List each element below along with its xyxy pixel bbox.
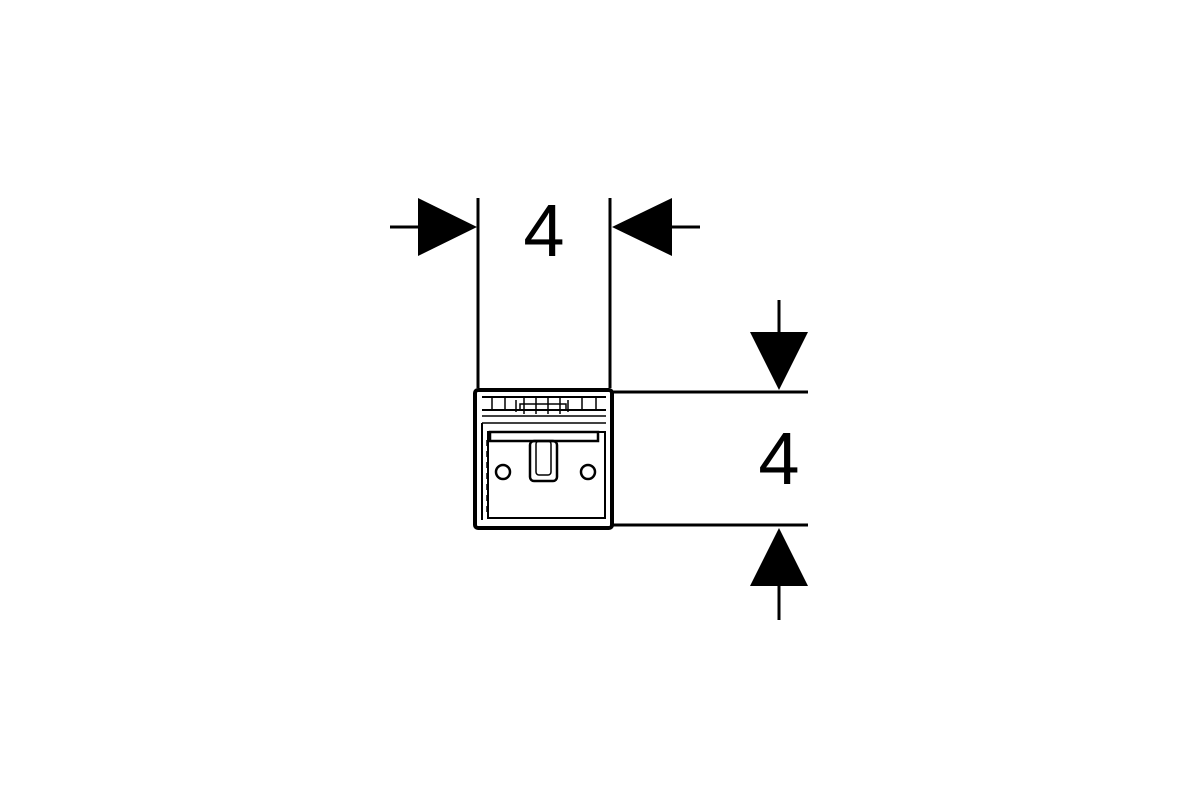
arrow-left-icon <box>612 198 672 256</box>
mounting-hole-right-icon <box>579 463 597 481</box>
width-dimension: 4 <box>390 189 700 388</box>
mounting-hole-left-icon <box>494 463 512 481</box>
arrow-down-icon <box>750 332 808 390</box>
component-body <box>473 388 614 530</box>
arrow-up-icon <box>750 528 808 586</box>
height-dimension: 4 <box>612 300 808 620</box>
inner-frame <box>487 431 606 519</box>
center-tab-inner <box>535 440 552 476</box>
width-dimension-label: 4 <box>523 189 564 272</box>
height-dimension-label: 4 <box>758 417 799 500</box>
arrow-right-icon <box>418 198 477 256</box>
top-band-ticks <box>491 397 597 414</box>
component-outline <box>473 388 614 530</box>
cross-bar <box>488 430 600 443</box>
